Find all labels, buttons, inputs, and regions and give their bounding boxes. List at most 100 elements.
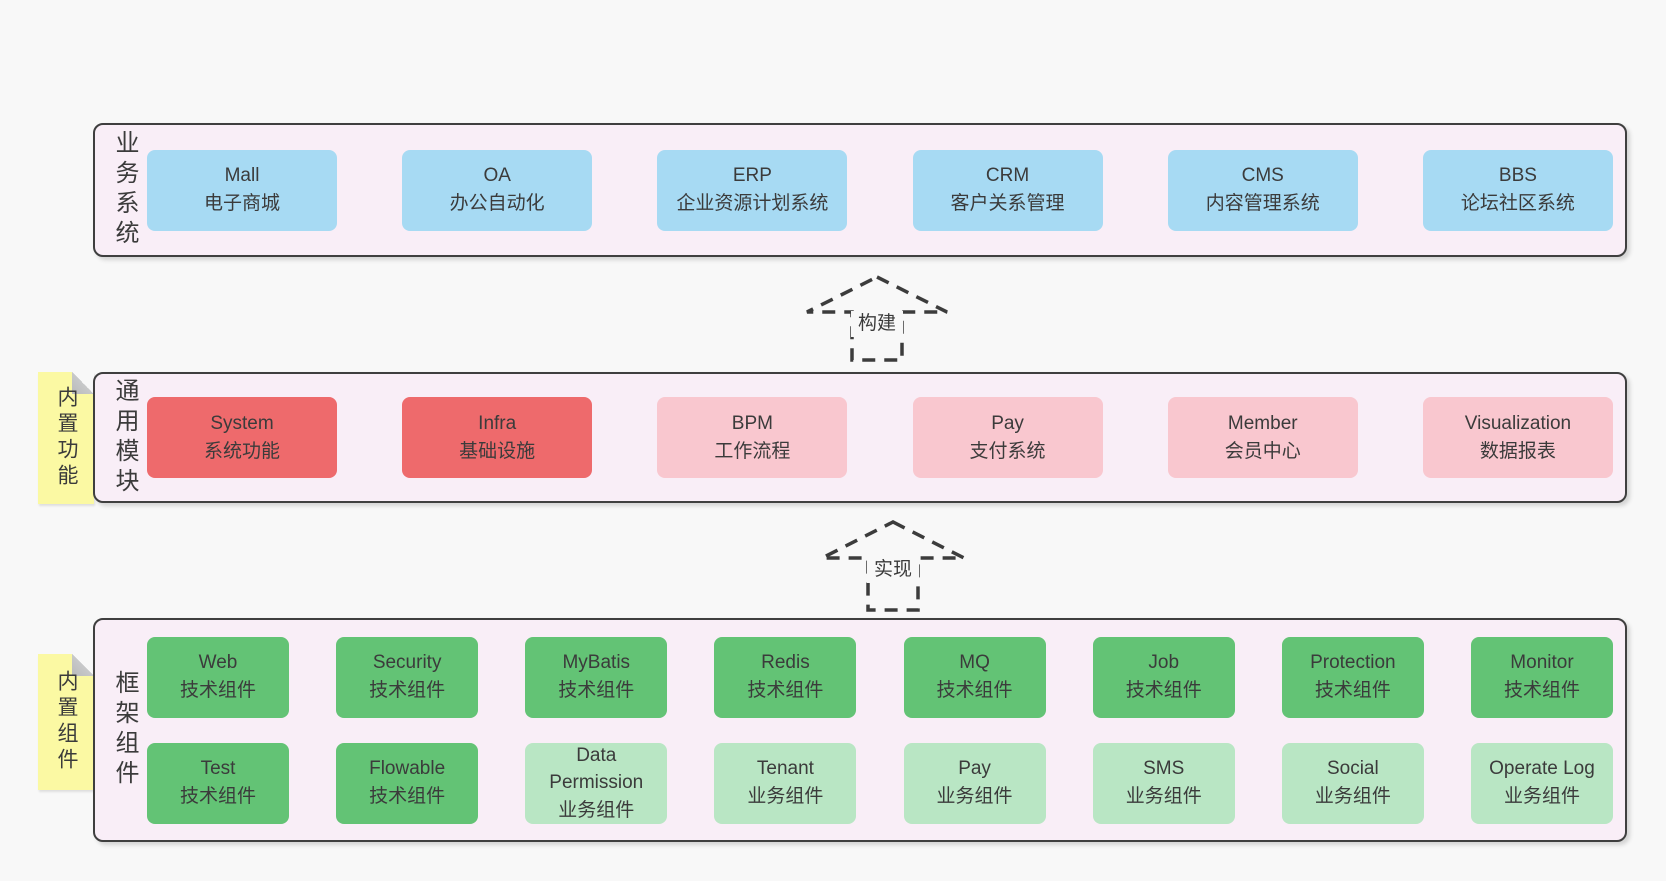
node-title: Test xyxy=(200,758,236,780)
node-crm: CRM 客户关系管理 xyxy=(912,149,1103,231)
node-subtitle: 技术组件 xyxy=(936,680,1013,701)
node-system: System 系统功能 xyxy=(147,397,337,478)
node-title: Pay xyxy=(991,412,1024,434)
node-title: Member xyxy=(1227,412,1298,434)
node-subtitle: 技术组件 xyxy=(369,680,446,701)
sticky-note-built-in-components: 内置组件 xyxy=(38,654,94,790)
node-title: BPM xyxy=(731,412,773,434)
layer-label: 通用模块 xyxy=(111,377,138,498)
node-subtitle: 技术组件 xyxy=(1314,680,1391,701)
node-title: Monitor xyxy=(1510,652,1574,674)
node-subtitle: 业务组件 xyxy=(936,786,1013,807)
node-title: Visualization xyxy=(1464,412,1572,434)
node-subtitle: 电子商城 xyxy=(203,193,280,214)
node-infra: Infra 基础设施 xyxy=(402,397,593,478)
node-data-permission: Data Permission 业务组件 xyxy=(525,742,668,824)
node-subtitle: 客户关系管理 xyxy=(950,193,1065,214)
node-title: ERP xyxy=(732,165,772,187)
sticky-note-built-in-features: 内置功能 xyxy=(38,372,94,504)
node-title: CMS xyxy=(1241,165,1284,187)
node-subtitle: 业务组件 xyxy=(1125,786,1202,807)
node-visualization: Visualization 数据报表 xyxy=(1422,397,1613,478)
node-title: CRM xyxy=(985,165,1030,187)
node-subtitle: 数据报表 xyxy=(1479,440,1556,462)
node-subtitle: 业务组件 xyxy=(747,786,824,807)
node-bpm: BPM 工作流程 xyxy=(657,397,848,478)
node-monitor: Monitor 技术组件 xyxy=(1470,636,1613,718)
node-title: Operate Log xyxy=(1489,758,1595,780)
node-mq: MQ 技术组件 xyxy=(903,636,1046,718)
node-subtitle: 论坛社区系统 xyxy=(1460,193,1575,214)
layer-label: 业务系统 xyxy=(111,130,138,250)
sticky-note-label: 内置功能 xyxy=(55,386,78,490)
node-cms: CMS 内容管理系统 xyxy=(1167,149,1358,231)
node-pay: Pay 业务组件 xyxy=(903,742,1046,824)
node-subtitle: 业务组件 xyxy=(558,799,635,821)
node-test: Test 技术组件 xyxy=(147,742,289,824)
node-subtitle: 业务组件 xyxy=(1503,786,1580,807)
node-subtitle: 技术组件 xyxy=(558,680,635,701)
node-oa: OA 办公自动化 xyxy=(402,149,593,231)
node-subtitle: 系统功能 xyxy=(203,440,280,462)
node-flowable: Flowable 技术组件 xyxy=(336,742,479,824)
layer-label: 框架组件 xyxy=(111,670,138,790)
node-security: Security 技术组件 xyxy=(336,636,479,718)
node-subtitle: 基础设施 xyxy=(459,440,536,462)
node-title: Pay xyxy=(958,758,991,780)
node-subtitle: 技术组件 xyxy=(1125,680,1202,701)
node-title: SMS xyxy=(1143,758,1185,780)
node-subtitle: 办公自动化 xyxy=(449,193,545,214)
node-subtitle: 技术组件 xyxy=(1503,680,1580,701)
node-tenant: Tenant 业务组件 xyxy=(714,742,857,824)
node-subtitle: 技术组件 xyxy=(179,786,256,807)
node-title: OA xyxy=(483,165,511,187)
node-title: Redis xyxy=(761,652,810,674)
node-bbs: BBS 论坛社区系统 xyxy=(1422,149,1613,231)
node-redis: Redis 技术组件 xyxy=(714,636,857,718)
node-subtitle: 会员中心 xyxy=(1224,440,1301,462)
node-subtitle: 业务组件 xyxy=(1314,786,1391,807)
node-operate-log: Operate Log 业务组件 xyxy=(1470,742,1613,824)
node-subtitle: 企业资源计划系统 xyxy=(676,193,829,214)
node-title: Security xyxy=(372,652,442,674)
node-title: Data Permission xyxy=(549,744,644,794)
node-title: Protection xyxy=(1310,652,1396,674)
node-sms: SMS 业务组件 xyxy=(1092,742,1235,824)
node-title: BBS xyxy=(1498,165,1537,187)
node-title: Social xyxy=(1326,758,1379,780)
node-title: MQ xyxy=(959,652,990,674)
node-subtitle: 内容管理系统 xyxy=(1205,193,1320,214)
folded-corner-icon xyxy=(72,654,94,676)
node-mybatis: MyBatis 技术组件 xyxy=(525,636,668,718)
node-title: System xyxy=(210,412,274,434)
node-title: Flowable xyxy=(369,758,446,780)
node-title: Infra xyxy=(478,412,517,434)
arrow-label-build: 构建 xyxy=(851,311,903,337)
arrow-label-implement: 实现 xyxy=(867,557,919,583)
sticky-note-label: 内置组件 xyxy=(55,670,78,774)
folded-corner-icon xyxy=(72,372,94,394)
node-subtitle: 工作流程 xyxy=(714,440,791,462)
node-title: MyBatis xyxy=(562,652,631,674)
node-subtitle: 技术组件 xyxy=(747,680,824,701)
node-title: Tenant xyxy=(756,758,814,780)
node-erp: ERP 企业资源计划系统 xyxy=(657,149,848,231)
node-subtitle: 技术组件 xyxy=(369,786,446,807)
node-social: Social 业务组件 xyxy=(1281,742,1424,824)
node-title: Web xyxy=(198,652,238,674)
node-member: Member 会员中心 xyxy=(1167,397,1358,478)
